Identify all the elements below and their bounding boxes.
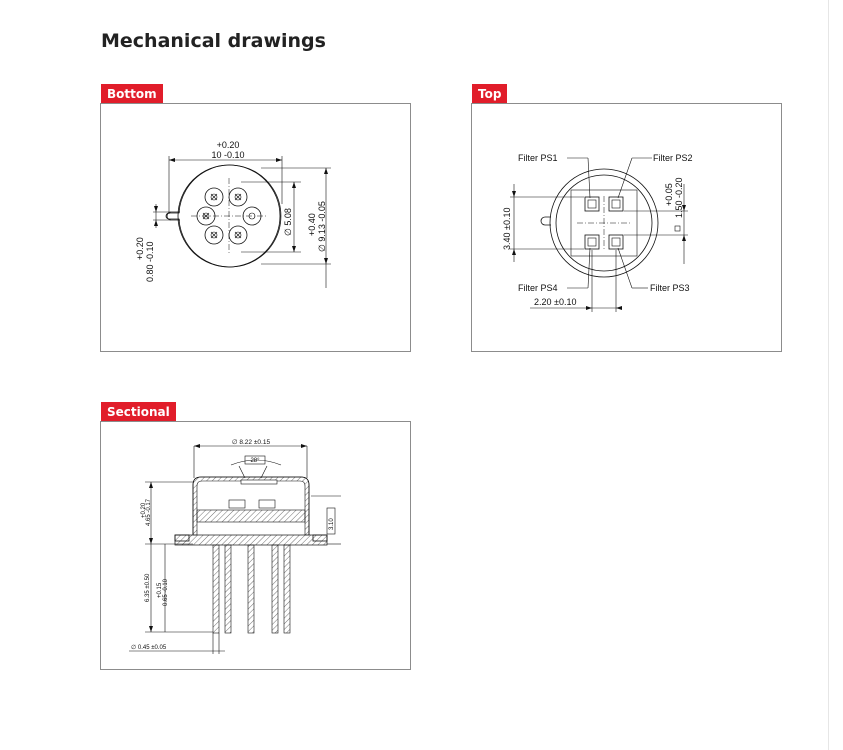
filter-ps4-label: Filter PS4: [518, 283, 558, 293]
tab-tolerance-label: +0.20: [135, 237, 145, 260]
square-tolerance-label: +0.05: [664, 183, 674, 206]
lead-nominal-label: 0.65 -0.10: [163, 578, 169, 606]
flange-height-label: 3.10: [329, 518, 335, 530]
page-right-rule: [828, 0, 829, 750]
height-dimension-label: 3.40 ±0.10: [502, 208, 512, 250]
diameter-nominal-label: ∅ 9.13 -0.05: [317, 201, 327, 252]
sectional-view-drawing: ∅ 8.22 ±0.15 28° +0.20: [129, 439, 341, 654]
width-tolerance-label: +0.20: [217, 140, 240, 150]
filter-squares: [584, 196, 624, 250]
pin-group: [196, 187, 262, 245]
filter-ps2-label: Filter PS2: [653, 153, 693, 163]
height-tolerance-label: +0.20: [141, 502, 147, 518]
lead-pins: [212, 544, 291, 634]
lead-length-label: 6.35 ±0.50: [145, 573, 151, 602]
diameter-tolerance-label: +0.40: [307, 213, 317, 236]
pcd-label: ∅ 5.08: [283, 208, 293, 236]
page-title: Mechanical drawings: [101, 30, 326, 52]
lead-diameter-label: ∅ 0.45 ±0.05: [131, 644, 167, 651]
filter-ps1-label: Filter PS1: [518, 153, 558, 163]
angle-label: 28°: [250, 458, 260, 464]
sectional-panel-tag: Sectional: [101, 402, 176, 422]
square-nominal-label: 1.50 -0.20: [674, 177, 684, 218]
bottom-panel-tag: Bottom: [101, 84, 163, 104]
top-drawing-frame: Filter PS1 Filter PS2 Filter PS3 Filter …: [471, 103, 782, 352]
width-nominal-label: 10 -0.10: [211, 150, 244, 160]
sectional-drawing-frame: ∅ 8.22 ±0.15 28° +0.20: [100, 421, 411, 670]
filter-ps3-label: Filter PS3: [650, 283, 690, 293]
lead-tolerance-label: +0.15: [157, 582, 163, 598]
cap-diameter-label: ∅ 8.22 ±0.15: [232, 439, 271, 446]
top-view-drawing: Filter PS1 Filter PS2 Filter PS3 Filter …: [502, 153, 693, 312]
height-nominal-label: 4.65 -0.17: [146, 498, 152, 526]
bottom-drawing-frame: +0.20 10 -0.10 ∅ 5.08 +0.40: [100, 103, 411, 352]
spacing-dimension-label: 2.20 ±0.10: [534, 297, 576, 307]
top-panel-tag: Top: [472, 84, 508, 104]
tab-nominal-label: 0.80 -0.10: [145, 241, 155, 282]
bottom-view-drawing: +0.20 10 -0.10 ∅ 5.08 +0.40: [135, 140, 331, 288]
